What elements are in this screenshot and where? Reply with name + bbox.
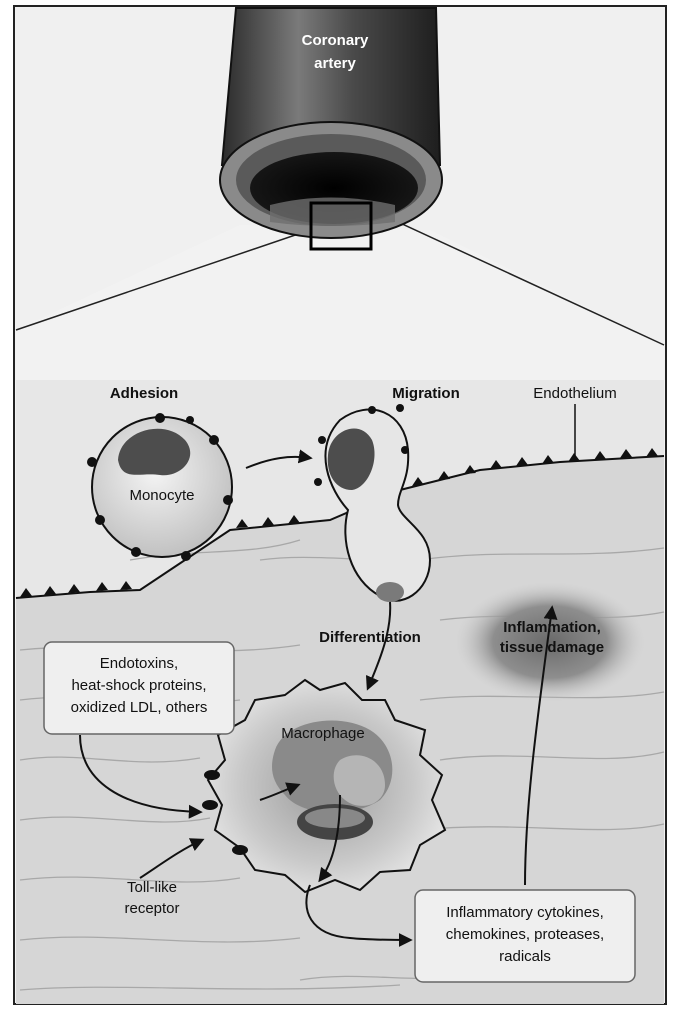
macrophage-label: Macrophage <box>281 725 364 742</box>
migration-label: Migration <box>392 385 460 402</box>
cytokines-box: Inflammatory cytokines, chemokines, prot… <box>415 890 635 982</box>
adhesion-label: Adhesion <box>110 385 178 402</box>
endotoxins-box: Endotoxins, heat-shock proteins, oxidize… <box>44 642 234 734</box>
cytokines-line-2: chemokines, proteases, <box>446 926 604 943</box>
endothelium-label: Endothelium <box>533 385 616 402</box>
endotoxins-line-2: heat-shock proteins, <box>71 677 206 694</box>
toll-label-1: Toll-like <box>127 879 177 896</box>
inflammation-label-1: Inflammation, <box>503 619 601 636</box>
differentiation-label: Differentiation <box>319 629 421 646</box>
endotoxins-line-3: oxidized LDL, others <box>71 699 208 716</box>
coronary-label-1: Coronary <box>302 32 369 49</box>
cytokines-line-1: Inflammatory cytokines, <box>446 904 604 921</box>
toll-label-2: receptor <box>124 900 179 917</box>
coronary-label-2: artery <box>314 55 356 72</box>
cytokines-line-3: radicals <box>499 948 551 965</box>
monocyte-label: Monocyte <box>129 487 194 504</box>
inflammation-label-2: tissue damage <box>500 639 604 656</box>
endotoxins-line-1: Endotoxins, <box>100 655 178 672</box>
